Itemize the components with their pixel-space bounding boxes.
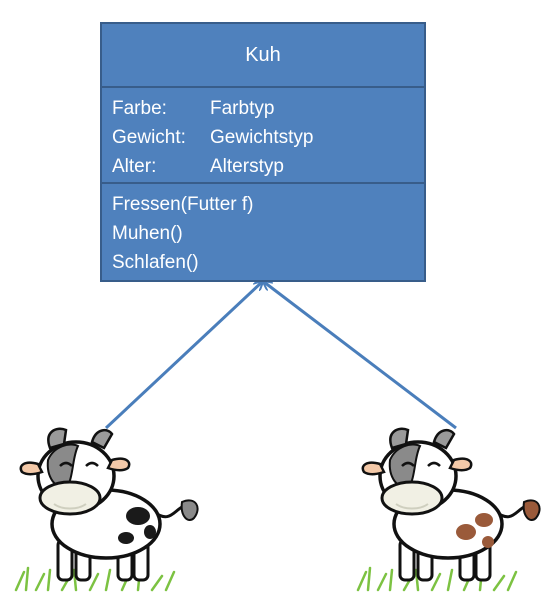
black-spotted-cow-icon	[14, 427, 199, 592]
attribute-row: Alter: Alterstyp	[112, 152, 424, 181]
attributes-section: Farbe: Farbtyp Gewicht: Gewichtstyp Alte…	[102, 88, 424, 184]
class-name: Kuh	[245, 43, 281, 66]
method-item: Schlafen()	[112, 252, 199, 273]
method-item: Muhen()	[112, 223, 183, 244]
method-item: Fressen(Futter f)	[112, 194, 254, 215]
attribute-name: Alter:	[112, 156, 157, 177]
attribute-name: Farbe:	[112, 98, 167, 119]
class-name-section: Kuh	[102, 24, 424, 88]
attribute-row: Farbe: Farbtyp	[112, 94, 424, 123]
attribute-type: Alterstyp	[210, 156, 284, 177]
attribute-type: Farbtyp	[210, 98, 275, 119]
brown-spotted-cow-icon	[356, 427, 541, 592]
inheritance-arrow-left	[104, 282, 262, 430]
attribute-name: Gewicht:	[112, 127, 186, 148]
inheritance-arrow-right	[264, 282, 457, 430]
methods-section: Fressen(Futter f) Muhen() Schlafen()	[102, 184, 424, 277]
uml-class-box: Kuh Farbe: Farbtyp Gewicht: Gewichtstyp …	[100, 22, 426, 282]
attribute-row: Gewicht: Gewichtstyp	[112, 123, 424, 152]
attribute-type: Gewichtstyp	[210, 127, 314, 148]
